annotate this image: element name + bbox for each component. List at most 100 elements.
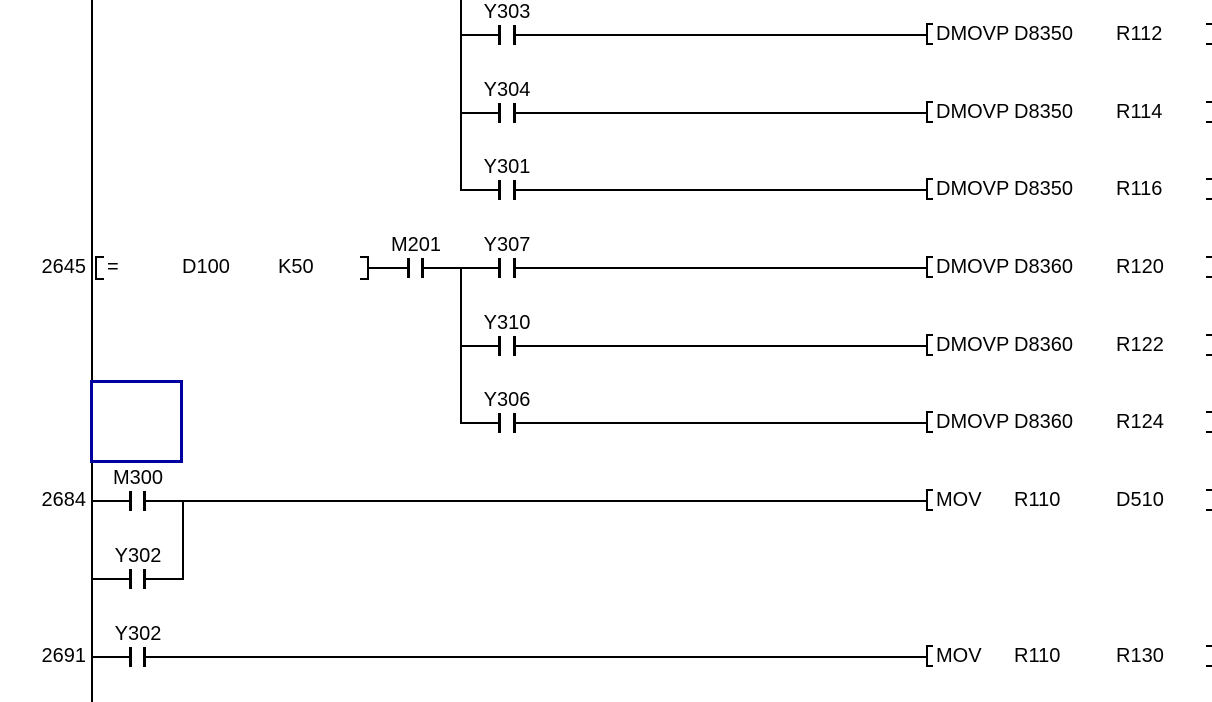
contact-bar: [498, 25, 501, 45]
left-power-rail: [91, 0, 93, 702]
contact-label: M300: [112, 467, 164, 489]
rung-line: [461, 34, 498, 36]
instruction-mnemonic: DMOVP: [936, 178, 1010, 200]
rung-line: [146, 500, 926, 502]
close-bracket-icon: [1206, 178, 1212, 180]
instruction-mov-r130[interactable]: MOV R110 R130: [926, 645, 1212, 669]
open-bracket-icon: [926, 411, 928, 433]
instruction-operand-2: R120: [1116, 256, 1164, 278]
contact-bar: [129, 491, 132, 511]
instruction-dmovp-r120[interactable]: DMOVP D8360 R120: [926, 256, 1212, 280]
instruction-mov-d510[interactable]: MOV R110 D510: [926, 489, 1212, 513]
rung-line: [461, 422, 498, 424]
instruction-operand-1: D8350: [1014, 23, 1073, 45]
rung-line: [516, 189, 926, 191]
open-bracket-icon: [926, 256, 928, 278]
contact-bar: [498, 413, 501, 433]
instruction-operand-2: R124: [1116, 411, 1164, 433]
instruction-operand-2: R130: [1116, 645, 1164, 667]
contact-label: Y302: [114, 545, 162, 567]
close-bracket-icon: [1206, 101, 1212, 103]
no-contact-Y302[interactable]: [129, 647, 147, 667]
contact-bar: [513, 336, 516, 356]
instruction-operand-1: R110: [1014, 489, 1061, 511]
rung-line: [461, 345, 498, 347]
instruction-operand-1: D8360: [1014, 334, 1073, 356]
instruction-mnemonic: DMOVP: [936, 101, 1010, 123]
branch-vertical-2684: [182, 500, 184, 580]
instruction-mnemonic: MOV: [936, 489, 982, 511]
no-contact-Y302-parallel[interactable]: [129, 569, 147, 589]
instruction-operand-1: R110: [1014, 645, 1061, 667]
rung-line: [516, 422, 926, 424]
open-bracket-icon: [926, 334, 928, 356]
close-bracket-icon: [1206, 256, 1212, 258]
compare-operand-2: K50: [278, 256, 314, 278]
step-number-2691: 2691: [41, 645, 87, 667]
compare-operand-1: D100: [182, 256, 230, 278]
contact-bar: [143, 569, 146, 589]
rung-line: [461, 189, 498, 191]
contact-bar: [407, 258, 410, 278]
rung-line: [516, 267, 926, 269]
instruction-mnemonic: DMOVP: [936, 256, 1010, 278]
rung-line: [92, 500, 129, 502]
instruction-mnemonic: DMOVP: [936, 23, 1010, 45]
open-bracket-icon: [926, 23, 928, 45]
contact-label: Y306: [483, 389, 531, 411]
instruction-operand-2: R116: [1116, 178, 1163, 200]
no-contact-M300[interactable]: [129, 491, 147, 511]
instruction-dmovp-r116[interactable]: DMOVP D8350 R116: [926, 178, 1212, 202]
instruction-mnemonic: DMOVP: [936, 334, 1010, 356]
instruction-operand-1: D8350: [1014, 178, 1073, 200]
instruction-mnemonic: MOV: [936, 645, 982, 667]
instruction-operand-1: D8360: [1014, 411, 1073, 433]
edit-cursor-cell[interactable]: [90, 380, 183, 463]
contact-bar: [143, 647, 146, 667]
no-contact-Y310[interactable]: [498, 336, 516, 356]
contact-bar: [513, 103, 516, 123]
close-bracket-icon: [1206, 489, 1212, 491]
no-contact-Y306[interactable]: [498, 413, 516, 433]
rung-line: [516, 345, 926, 347]
contact-bar: [421, 258, 424, 278]
rung-line: [516, 112, 926, 114]
contact-label: Y302: [114, 623, 162, 645]
no-contact-M201[interactable]: [407, 258, 425, 278]
contact-label: Y307: [483, 234, 531, 256]
open-bracket-icon: [926, 645, 928, 667]
close-bracket-icon: [1206, 334, 1212, 336]
instruction-operand-2: D510: [1116, 489, 1164, 511]
instruction-operand-1: D8350: [1014, 101, 1073, 123]
instruction-dmovp-r112[interactable]: DMOVP D8350 R112: [926, 23, 1212, 47]
instruction-dmovp-r124[interactable]: DMOVP D8360 R124: [926, 411, 1212, 435]
contact-bar: [513, 25, 516, 45]
instruction-operand-1: D8360: [1014, 256, 1073, 278]
no-contact-Y303[interactable]: [498, 25, 516, 45]
contact-bar: [498, 336, 501, 356]
contact-bar: [143, 491, 146, 511]
instruction-dmovp-r122[interactable]: DMOVP D8360 R122: [926, 334, 1212, 358]
contact-label: M201: [390, 234, 442, 256]
open-bracket-icon: [95, 256, 97, 280]
instruction-dmovp-r114[interactable]: DMOVP D8350 R114: [926, 101, 1212, 125]
contact-label: Y304: [483, 79, 531, 101]
instruction-operand-2: R122: [1116, 334, 1164, 356]
contact-bar: [513, 413, 516, 433]
instruction-mnemonic: DMOVP: [936, 411, 1010, 433]
no-contact-Y307[interactable]: [498, 258, 516, 278]
close-bracket-icon: [367, 256, 369, 280]
rung-line: [369, 267, 407, 269]
open-bracket-icon: [926, 489, 928, 511]
contact-bar: [513, 258, 516, 278]
open-bracket-icon: [926, 178, 928, 200]
instruction-operand-2: R114: [1116, 101, 1163, 123]
rung-line: [92, 578, 129, 580]
compare-operator: =: [107, 256, 119, 278]
rung-line: [516, 34, 926, 36]
no-contact-Y304[interactable]: [498, 103, 516, 123]
no-contact-Y301[interactable]: [498, 180, 516, 200]
close-bracket-icon: [1206, 23, 1212, 25]
contact-label: Y303: [483, 1, 531, 23]
